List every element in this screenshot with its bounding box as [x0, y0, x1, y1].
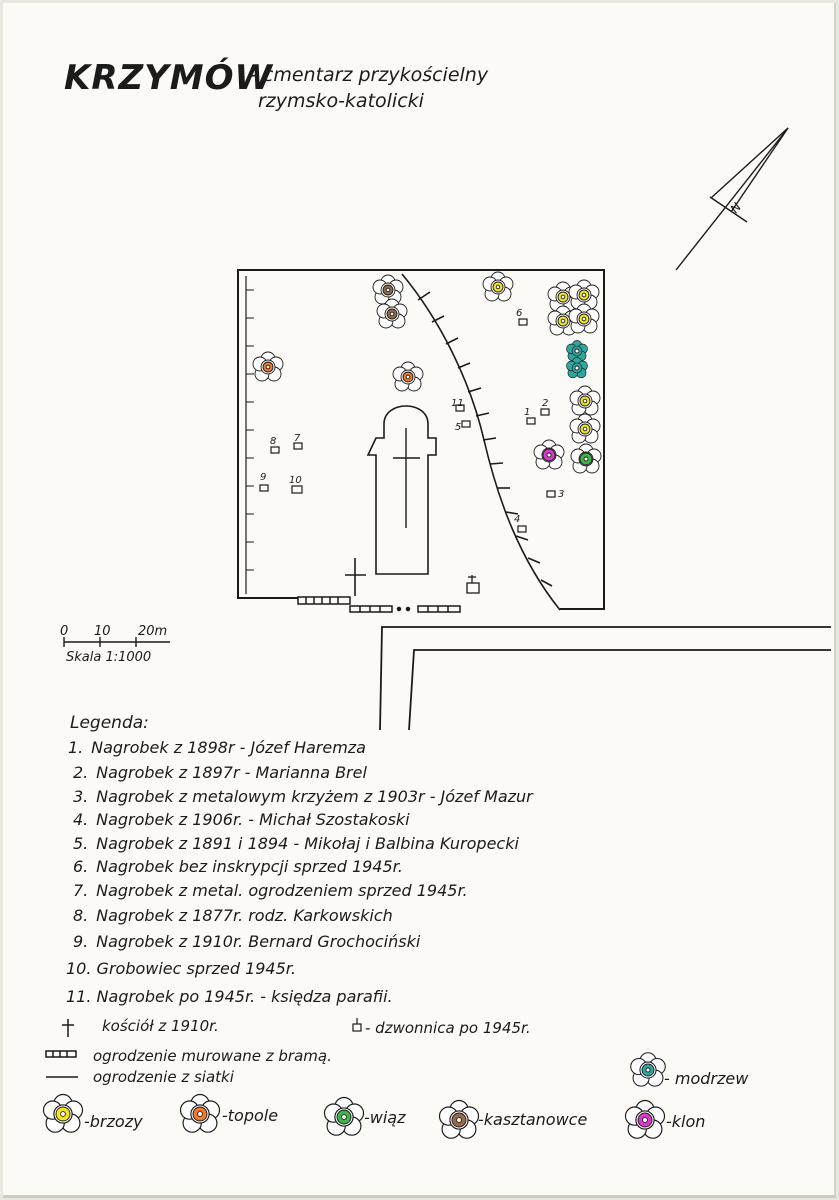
chestnut-tree [372, 274, 404, 305]
legend-title: Legenda: [70, 713, 149, 733]
cemetery-boundary [237, 269, 605, 610]
poplar-tree [252, 351, 284, 382]
legend-elm-icon [323, 1096, 365, 1136]
scale-caption: Skala 1:1000 [66, 650, 152, 665]
north-arrow [675, 127, 789, 271]
maple-tree [533, 439, 565, 470]
grave-3 [546, 490, 556, 498]
grave-label-7: 7 [294, 433, 301, 444]
legend-item-2: 2. Nagrobek z 1897r - Marianna Brel [73, 763, 367, 782]
grave-9 [259, 484, 269, 492]
legend-item-4: 4. Nagrobek z 1906r. - Michał Szostakosk… [73, 810, 410, 829]
poplar-tree [392, 361, 424, 392]
map-subtitle-line1: - cmentarz przykościelny [250, 64, 489, 86]
legend-item-8: 8. Nagrobek z 1877r. rodz. Karkowskich [73, 906, 393, 925]
legend-poplar-label: -topole [222, 1106, 279, 1125]
grave-label-2: 2 [542, 398, 548, 409]
chestnut-tree [376, 298, 408, 329]
map-sheet [3, 3, 836, 1198]
legend-maple-icon [624, 1099, 666, 1139]
grave-label-5: 5 [455, 422, 461, 433]
legend-item-3: 3. Nagrobek z metalowym krzyżem z 1903r … [73, 787, 533, 806]
grave-4 [517, 525, 527, 533]
scale-tick-0: 0 [60, 624, 69, 639]
legend-church-symbol [62, 1019, 74, 1037]
grave-number-labels: 1 2 3 4 5 6 7 8 9 10 11 [260, 308, 564, 525]
grave-markers [259, 318, 556, 533]
scale-tick-20: 20m [138, 624, 168, 639]
birch-tree [547, 281, 579, 312]
grave-label-3: 3 [558, 489, 564, 500]
road [379, 626, 831, 731]
legend-tree-symbols [42, 1052, 666, 1139]
grave-7 [293, 442, 303, 450]
scale-tick-10: 10 [94, 624, 111, 639]
larch-tree [566, 340, 588, 362]
grave-10 [291, 485, 303, 494]
belfry-symbol [466, 575, 480, 594]
church [366, 405, 437, 575]
legend-item-5: 5. Nagrobek z 1891 i 1894 - Mikołaj i Ba… [73, 834, 519, 853]
legend-item-1: 1. Nagrobek z 1898r - Józef Haremza [68, 738, 366, 757]
birch-tree [568, 279, 600, 310]
grave-label-9: 9 [260, 472, 266, 483]
grave-5 [461, 420, 471, 428]
legend-birch-label: -brzozy [84, 1112, 143, 1131]
legend-church-label: kościół z 1910r. [102, 1017, 219, 1035]
grave-label-4: 4 [514, 514, 520, 525]
legend-chestnut-label: -kasztanowce [478, 1110, 588, 1129]
legend-belfry-symbol [352, 1018, 362, 1032]
map-subtitle-line2: rzymsko-katolicki [258, 90, 424, 112]
legend-chestnut-icon [438, 1099, 480, 1139]
legend-item-6: 6. Nagrobek bez inskrypcji sprzed 1945r. [73, 857, 403, 876]
scale-bar [63, 637, 170, 647]
grave-label-1: 1 [524, 407, 530, 418]
birch-tree [547, 305, 579, 336]
grave-2 [540, 408, 550, 416]
birch-tree [482, 271, 514, 302]
legend-elm-label: -wiąz [364, 1108, 406, 1127]
legend-wire-fence-label: ogrodzenie z siatki [93, 1068, 234, 1086]
legend-maple-label: -klon [666, 1112, 706, 1131]
legend-birch-icon [42, 1093, 84, 1133]
grave-label-11: 11 [451, 398, 464, 409]
larch-tree [566, 357, 588, 379]
legend-poplar-icon [179, 1093, 221, 1133]
legend-wall-symbol [45, 1050, 77, 1058]
left-wall-ticks [246, 289, 254, 571]
legend-item-9: 9. Nagrobek z 1910r. Bernard Grochocińsk… [73, 932, 421, 951]
church-cross-symbol [345, 558, 366, 596]
legend-larch-label: - modrzew [664, 1069, 749, 1088]
grave-label-10: 10 [289, 475, 302, 486]
grave-8 [270, 446, 280, 454]
tree-symbols [252, 271, 602, 474]
grave-1 [526, 417, 536, 425]
legend-item-10: 10. Grobowiec sprzed 1945r. [66, 959, 296, 978]
birch-tree [568, 303, 600, 334]
elm-tree [570, 443, 602, 474]
birch-tree [569, 385, 601, 416]
masonry-wall-with-gate [297, 596, 461, 613]
map-title: KRZYMÓW [64, 58, 274, 98]
legend-item-7: 7. Nagrobek z metal. ogrodzeniem sprzed … [73, 881, 468, 900]
grave-6 [518, 318, 528, 326]
legend-larch-icon [630, 1052, 666, 1087]
legend-item-11: 11. Nagrobek po 1945r. - księdza parafii… [66, 987, 393, 1006]
legend-wall-label: ogrodzenie murowane z bramą. [93, 1047, 332, 1065]
grave-label-8: 8 [270, 436, 276, 447]
birch-tree [569, 413, 601, 444]
legend-belfry-label: - dzwonnica po 1945r. [365, 1019, 531, 1037]
grave-label-6: 6 [516, 308, 522, 319]
grave-11 [455, 404, 465, 412]
slope-line [401, 273, 561, 611]
